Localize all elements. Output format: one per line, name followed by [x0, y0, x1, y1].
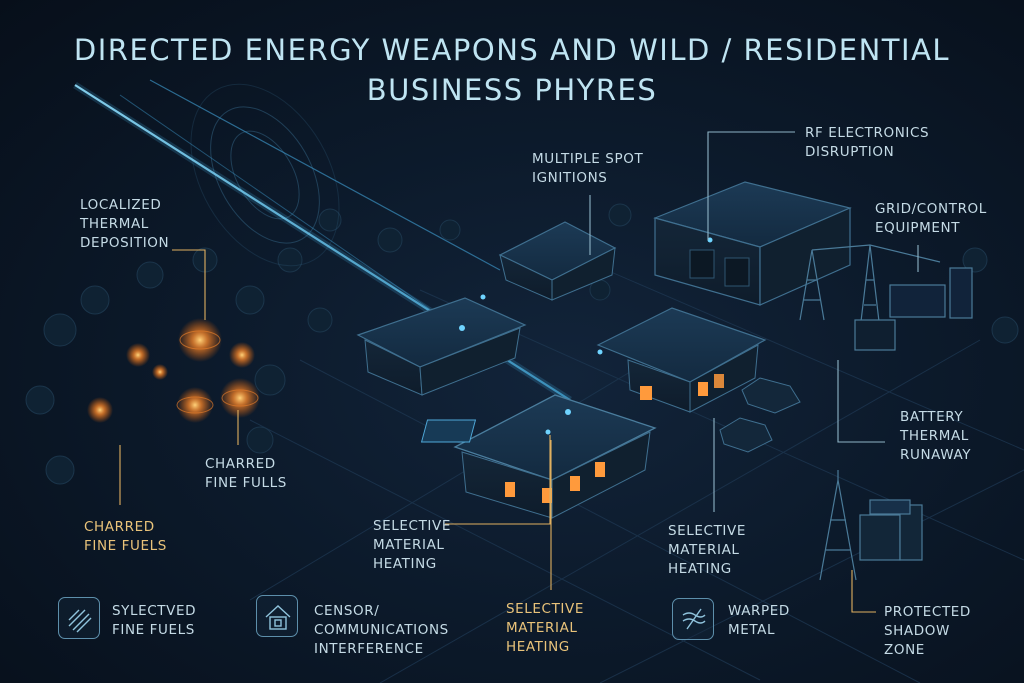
label-charred-fine-fuels: CHARRED FINE FUELS — [84, 519, 167, 554]
label-protected-shadow-zone: PROTECTED SHADOW ZONE — [884, 604, 971, 658]
grid-equipment — [799, 244, 973, 351]
legend-label-warped-metal: WARPED METAL — [728, 603, 790, 638]
label-grid-control-equipment: GRID/CONTROL EQUIPMENT — [875, 201, 987, 236]
house-back — [498, 221, 617, 301]
callout-lines — [119, 131, 919, 613]
label-selective-material-heating-right: SELECTIVE MATERIAL HEATING — [668, 523, 746, 577]
label-rf-electronics-disruption: RF ELECTRONICS DISRUPTION — [805, 125, 930, 160]
label-battery-thermal-runaway: BATTERY THERMAL RUNAWAY — [900, 409, 972, 463]
label-charred-fine-fulls: CHARRED FINE FULLS — [205, 456, 287, 491]
parked-cars — [719, 377, 801, 453]
house-middle-left — [356, 297, 527, 396]
label-localized-thermal-deposition: LOCALIZED THERMAL DEPOSITION — [80, 197, 170, 251]
label-selective-material-heating-bottom: SELECTIVE MATERIAL HEATING — [506, 601, 584, 655]
impact-points — [459, 237, 713, 435]
house-icon — [256, 595, 298, 637]
fuel-pattern-icon — [58, 597, 100, 639]
house-front — [420, 394, 657, 519]
house-right — [596, 307, 767, 413]
warped-metal-icon — [672, 598, 714, 640]
legend-label-fine-fuels: SYLECTVED FINE FUELS — [112, 603, 197, 638]
label-multiple-spot-ignitions: MULTIPLE SPOT IGNITIONS — [532, 151, 644, 186]
spot-fires — [87, 318, 260, 423]
label-selective-material-heating-left: SELECTIVE MATERIAL HEATING — [373, 518, 451, 572]
warehouse-building — [653, 181, 852, 306]
legend-label-censor-communications: CENSOR/ COMMUNICATIONS INTERFERENCE — [314, 603, 449, 657]
diagram-title: DIRECTED ENERGY WEAPONS AND WILD / RESID… — [73, 33, 951, 107]
beam-ripples — [190, 83, 340, 267]
tree-silhouettes — [25, 203, 1019, 485]
battery-pylon — [819, 470, 923, 581]
